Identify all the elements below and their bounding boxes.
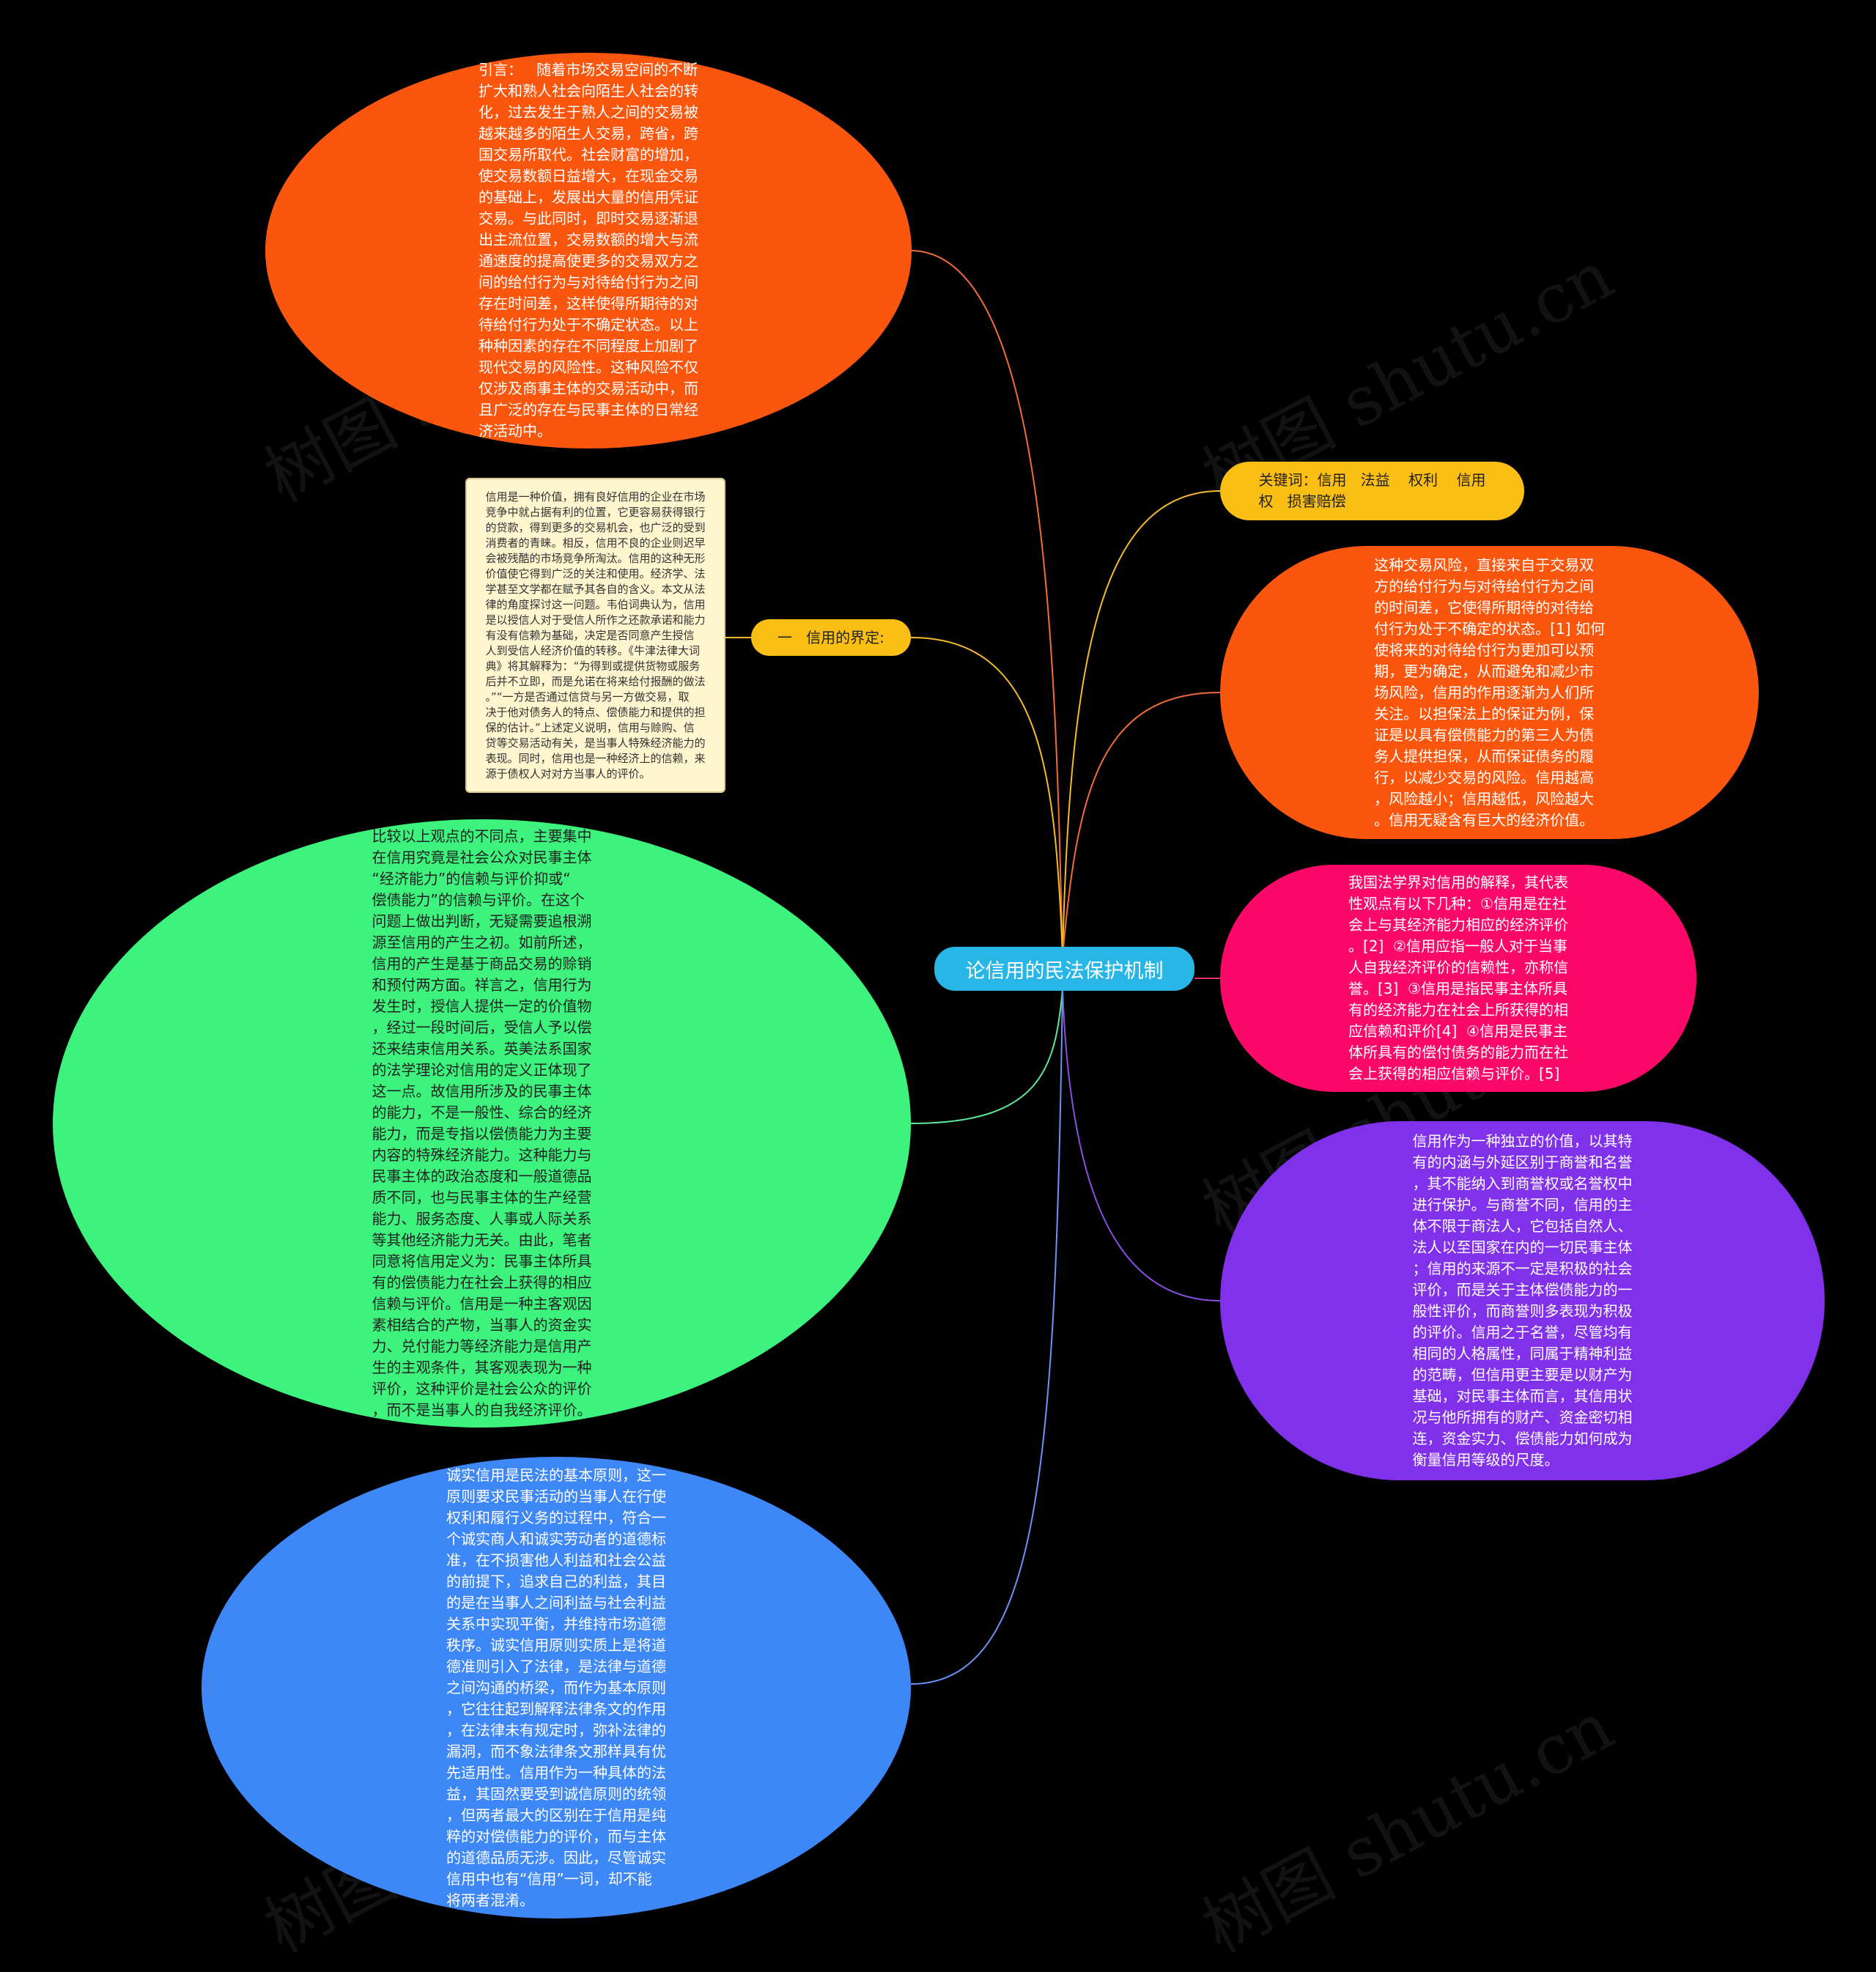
node-independent-text: 信用作为一种独立的价值，以其特 有的内涵与外延区别于商誉和名誉 ，其不能纳入到商… xyxy=(1412,1132,1633,1469)
node-law-views-text: 我国法学界对信用的解释，其代表 性观点有以下几种：①信用是在社 会上与其经济能力… xyxy=(1348,874,1568,1082)
node-definition-note[interactable]: 信用是一种价值，拥有良好信用的企业在市场 竞争中就占据有利的位置，它更容易获得银… xyxy=(465,478,725,793)
node-definition-note-text: 信用是一种价值，拥有良好信用的企业在市场 竞争中就占据有利的位置，它更容易获得银… xyxy=(485,490,706,780)
node-definition-label: 一 信用的界定: xyxy=(778,628,885,646)
node-independent[interactable]: 信用作为一种独立的价值，以其特 有的内涵与外延区别于商誉和名誉 ，其不能纳入到商… xyxy=(1220,1121,1825,1480)
node-intro[interactable]: 引言： 随着市场交易空间的不断 扩大和熟人社会向陌生人社会的转 化，过去发生于熟… xyxy=(265,53,912,448)
link-compare xyxy=(910,989,1063,1124)
node-law-views[interactable]: 我国法学界对信用的解释，其代表 性观点有以下几种：①信用是在社 会上与其经济能力… xyxy=(1220,865,1696,1092)
central-topic[interactable]: 论信用的民法保护机制 xyxy=(934,947,1194,991)
link-risk xyxy=(1062,692,1221,957)
link-keywords xyxy=(1062,490,1221,957)
node-intro-text: 引言： 随着市场交易空间的不断 扩大和熟人社会向陌生人社会的转 化，过去发生于熟… xyxy=(479,61,698,440)
node-keywords[interactable]: 关键词：信用 法益 权利 信用 权 损害赔偿 xyxy=(1220,462,1524,520)
link-honesty xyxy=(910,989,1063,1685)
node-risk-text: 这种交易风险，直接来自于交易双 方的给付行为与对待给付行为之间 的时间差，它使得… xyxy=(1374,555,1605,829)
link-intro xyxy=(911,250,1063,957)
node-honesty[interactable]: 诚实信用是民法的基本原则，这一 原则要求民事活动的当事人在行使 权利和履行义务的… xyxy=(202,1457,911,1919)
node-honesty-text: 诚实信用是民法的基本原则，这一 原则要求民事活动的当事人在行使 权利和履行义务的… xyxy=(446,1466,666,1909)
link-independent xyxy=(1062,989,1221,1301)
node-risk[interactable]: 这种交易风险，直接来自于交易双 方的给付行为与对待给付行为之间 的时间差，它使得… xyxy=(1220,546,1759,839)
node-keywords-text: 关键词：信用 法益 权利 信用 权 损害赔偿 xyxy=(1258,471,1486,510)
node-definition[interactable]: 一 信用的界定: xyxy=(751,619,911,656)
link-definition xyxy=(910,637,1063,957)
node-compare[interactable]: 比较以上观点的不同点，主要集中 在信用究竟是社会公众对民事主体 “经济能力”的信… xyxy=(53,819,911,1428)
node-compare-text: 比较以上观点的不同点，主要集中 在信用究竟是社会公众对民事主体 “经济能力”的信… xyxy=(372,827,592,1419)
central-topic-label: 论信用的民法保护机制 xyxy=(965,959,1164,983)
